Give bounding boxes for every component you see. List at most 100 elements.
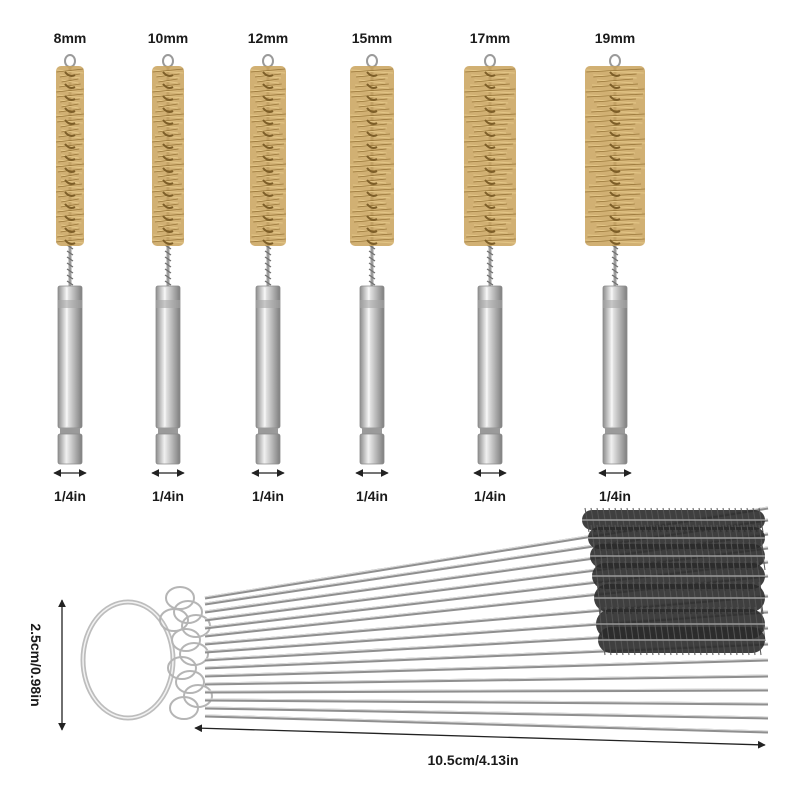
spiral-core	[484, 131, 496, 137]
shank-size-label: 1/4in	[474, 488, 506, 504]
shank-groove	[360, 300, 384, 308]
spiral-core	[64, 179, 76, 185]
bristle-strand	[61, 153, 79, 158]
bristle-strand	[350, 139, 394, 144]
bristle-strand	[60, 149, 80, 154]
wire-twist	[164, 268, 172, 274]
bristle-strand	[153, 144, 183, 149]
bristle-strand	[592, 84, 638, 89]
bristle-strand	[60, 148, 80, 153]
spiral-core	[609, 155, 621, 161]
wire-loop	[609, 54, 621, 68]
bristle-strand	[152, 93, 184, 98]
spiral-core	[162, 215, 174, 221]
bristle-strand	[250, 238, 286, 243]
bristle-strand	[250, 68, 286, 73]
bristle-strand	[595, 178, 635, 183]
spiral-core	[609, 71, 621, 77]
bristle-strand	[153, 208, 183, 213]
bristle-strand	[466, 119, 514, 124]
bristle-strand	[256, 128, 280, 133]
bristle-strand	[61, 198, 79, 203]
bristle-strand	[586, 69, 644, 74]
bristle-strand	[466, 234, 514, 239]
bristle-strand	[358, 153, 386, 158]
bristle-strand	[152, 114, 184, 119]
bristle-strand	[352, 209, 392, 214]
bristle-strand	[56, 114, 84, 119]
bristle-strand	[357, 148, 387, 153]
bristle-strand	[152, 139, 184, 144]
bristle-strand	[61, 224, 79, 229]
spiral-core	[366, 227, 378, 233]
bristle-strand	[58, 159, 82, 164]
spiral-core	[162, 71, 174, 77]
spiral-core	[609, 203, 621, 209]
bristle-strand	[152, 68, 184, 73]
bristle-strand	[57, 233, 83, 238]
bristle-strand	[56, 88, 84, 93]
brush-wire-highlight	[204, 706, 769, 718]
bristle-strand	[151, 164, 185, 169]
wire-twist	[264, 250, 272, 256]
bristle-strand	[464, 138, 516, 143]
spiral-core	[484, 83, 496, 89]
spiral-core	[262, 71, 274, 77]
bristle-strand	[250, 239, 286, 244]
bristle-strand	[158, 128, 178, 133]
bristle-strand	[157, 149, 179, 154]
bristle-strand	[152, 214, 184, 219]
bristle-strand	[60, 123, 80, 128]
spiral-core	[162, 167, 174, 173]
bristle-strand	[467, 183, 513, 188]
bristle-strand	[154, 159, 182, 164]
spiral-core	[484, 119, 496, 125]
bristle-strand	[588, 183, 642, 188]
bristle-strand	[57, 118, 83, 123]
brass-brush	[53, 54, 87, 477]
bristle-strand	[157, 173, 179, 178]
length-dimension-arrow	[194, 724, 766, 749]
spiral-core	[366, 131, 378, 137]
spiral-core	[162, 107, 174, 113]
bristle-strand	[152, 113, 184, 118]
wire-twist	[486, 268, 494, 274]
spiral-core	[262, 143, 274, 149]
wire-twist	[164, 274, 172, 280]
shank-neck	[158, 428, 178, 434]
bristle-strand	[60, 179, 80, 184]
bristle-strand	[257, 104, 279, 109]
spiral-core	[162, 143, 174, 149]
shank-groove	[478, 300, 502, 308]
wire-twist	[164, 280, 172, 286]
spiral-core	[64, 167, 76, 173]
bristle-strand	[357, 228, 387, 233]
brush-size-label: 15mm	[351, 30, 393, 46]
wire-twist	[264, 262, 272, 268]
bristle-strand	[595, 173, 635, 178]
bristle-strand	[56, 94, 84, 99]
spiral-core	[262, 239, 274, 245]
bristle-strand	[61, 78, 79, 83]
bristle-strand	[468, 219, 512, 224]
bristle-strand	[357, 123, 387, 128]
wire-twist	[486, 262, 494, 268]
bristle-strand	[350, 214, 394, 219]
bristle-strand	[250, 114, 286, 119]
bristle-strand	[154, 183, 182, 188]
bristle-strand	[357, 203, 387, 208]
bristle-strand	[464, 139, 516, 144]
spiral-core	[366, 83, 378, 89]
bristle-strand	[585, 214, 645, 219]
bristle-strand	[253, 219, 283, 224]
bristle-strand	[596, 79, 634, 84]
brass-brush	[249, 54, 287, 477]
spiral-core	[262, 191, 274, 197]
bristle-strand	[350, 89, 394, 94]
bristle-strand	[357, 179, 387, 184]
bristle-strand	[464, 238, 516, 243]
bristle-strand	[61, 128, 79, 133]
bristle-strand	[252, 168, 284, 173]
brass-brush	[151, 54, 185, 477]
